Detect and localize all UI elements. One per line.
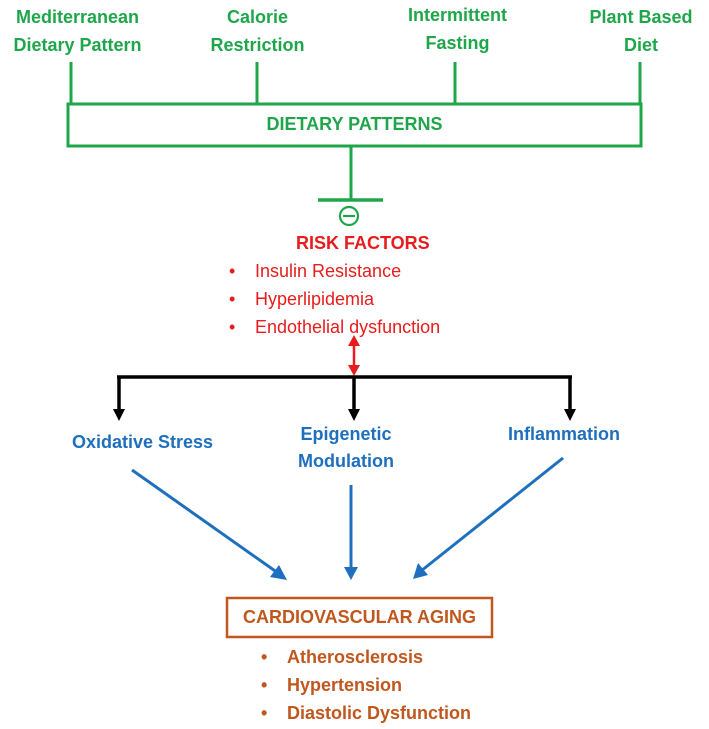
outcome-list: Atherosclerosis Hypertension Diastolic D… (261, 643, 471, 727)
diet-connector-lines (69, 62, 642, 104)
blue-arrowheads (270, 563, 428, 580)
dietary-patterns-label: DIETARY PATTERNS (266, 114, 443, 134)
dietary-patterns-box (66, 102, 643, 148)
diet-label-calorie-restriction: Calorie Restriction (210, 7, 305, 55)
diet-label-intermittent-fasting: Intermittent Fasting (408, 5, 507, 53)
inhibit-minus-icon (338, 205, 360, 227)
outcome-item: Diastolic Dysfunction (261, 699, 471, 727)
bracket-arrowheads (113, 409, 576, 421)
bidirectional-red-arrow (348, 335, 360, 376)
outcome-item: Hypertension (261, 671, 471, 699)
mechanism-epigenetic-modulation: Epigenetic Modulation (298, 424, 394, 471)
risk-factor-item: Endothelial dysfunction (229, 313, 440, 341)
risk-factor-item: Hyperlipidemia (229, 285, 440, 313)
mechanism-bracket (117, 375, 572, 412)
risk-factors-list: Insulin Resistance Hyperlipidemia Endoth… (229, 257, 440, 341)
risk-factor-item: Insulin Resistance (229, 257, 440, 285)
cardiovascular-aging-label: CARDIOVASCULAR AGING (243, 607, 476, 627)
diet-label-mediterranean: Mediterranean Dietary Pattern (13, 7, 142, 55)
mechanism-to-outcome-arrows (131, 456, 564, 575)
risk-factors-title: RISK FACTORS (296, 233, 430, 253)
diet-label-plant-based: Plant Based Diet (589, 7, 693, 55)
mechanism-oxidative-stress: Oxidative Stress (71, 432, 214, 452)
mechanism-inflammation: Inflammation (507, 424, 620, 444)
cardiovascular-aging-box (225, 596, 494, 639)
outcome-item: Atherosclerosis (261, 643, 471, 671)
